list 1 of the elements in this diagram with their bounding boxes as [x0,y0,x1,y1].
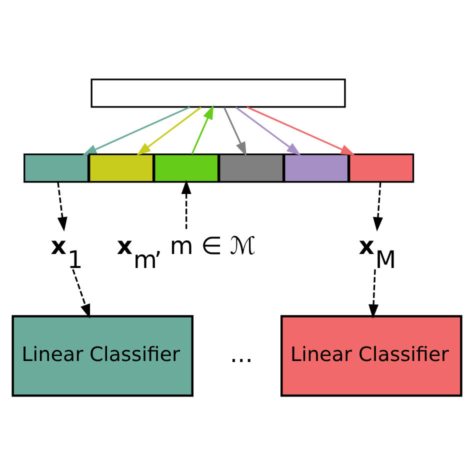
label: ... [230,340,253,368]
